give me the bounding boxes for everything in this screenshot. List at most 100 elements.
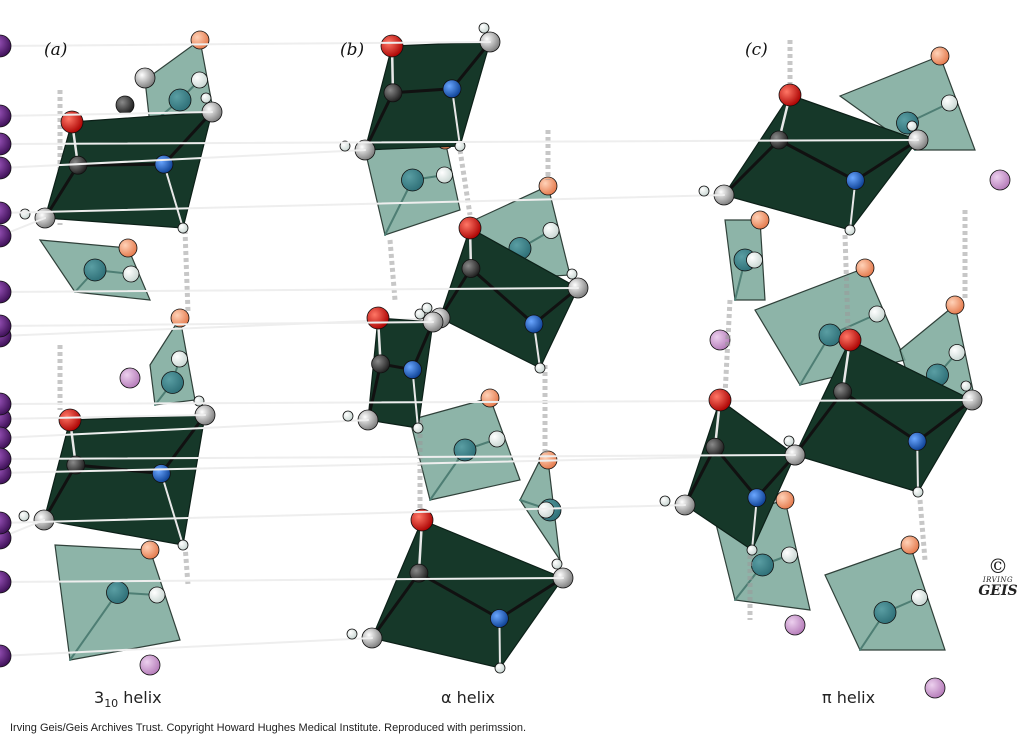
oxygen-atom [380, 34, 404, 58]
hydrogen-atom [193, 395, 205, 407]
hydrogen-bond [387, 239, 398, 301]
side-chain-atom [0, 447, 12, 471]
back-nitrogen-atom [948, 344, 966, 361]
bond [159, 413, 207, 475]
nitrogen-atom [747, 488, 767, 508]
hydrogen-atom [698, 185, 710, 197]
hydrogen-atom [478, 22, 490, 34]
hydrogen-atom [342, 410, 354, 422]
back-carbon-atom [453, 438, 477, 462]
nitrogen-atom [154, 154, 174, 174]
oxygen-atom [838, 328, 862, 352]
calpha-atom [134, 67, 156, 89]
back-nitrogen-atom [488, 430, 506, 448]
back-carbon-atom [818, 323, 842, 347]
bond [853, 138, 920, 182]
side-chain-atom [0, 426, 12, 450]
back-nitrogen-atom [746, 251, 763, 269]
helix-name-alpha: α helix [441, 688, 495, 707]
side-chain-atom [0, 314, 12, 338]
back-carbon-atom [751, 553, 774, 577]
nh-bond [162, 163, 184, 229]
hydrogen-atom [912, 486, 924, 498]
hydrogen-bond [842, 234, 851, 329]
copyright-mark: © [988, 554, 1008, 578]
hydrogen-bond [182, 229, 191, 313]
hydrogen-atom [906, 120, 918, 132]
peptide-plane [364, 41, 491, 151]
hydrogen-atom [844, 224, 856, 236]
carbon-atom [383, 83, 403, 103]
nitrogen-atom [846, 171, 865, 190]
side-chain-atom [0, 511, 12, 535]
oxygen-atom [366, 306, 390, 330]
side-chain-atom [0, 34, 12, 58]
bond [793, 390, 845, 457]
back-carbon-atom [873, 601, 897, 624]
carbon-atom [833, 382, 853, 402]
carbon-atom [66, 455, 86, 475]
nh-bond [451, 87, 461, 147]
side-chain-atom [0, 280, 12, 304]
back-nitrogen-atom [941, 94, 958, 112]
side-chain-bond [0, 504, 686, 524]
bond [683, 445, 717, 507]
back-oxygen-atom [945, 295, 965, 315]
side-chain-bond [0, 287, 579, 293]
helix-name-3-10: 310 helix [94, 688, 162, 711]
bond [370, 571, 421, 640]
back-bond [69, 591, 119, 661]
side-chain-atom [0, 392, 12, 416]
back-carbon-atom [161, 371, 184, 394]
back-nitrogen-atom [436, 166, 453, 184]
side-chain-atom [0, 644, 12, 668]
back-nitrogen-atom [122, 265, 140, 283]
back-oxygen-atom [118, 238, 138, 258]
hydrogen-atom [746, 544, 758, 556]
artist-signature: © IRVING GEIS [976, 556, 1020, 598]
back-carbon-atom [106, 581, 129, 604]
peptide-bond [469, 267, 536, 326]
hydrogen-atom [19, 208, 31, 220]
peptide-bond [76, 162, 166, 167]
nitrogen-atom [442, 79, 462, 99]
back-nitrogen-atom [171, 350, 188, 368]
hydrogen-bond [722, 299, 733, 396]
hydrogen-atom [566, 268, 578, 280]
back-oxygen-atom [538, 176, 558, 196]
side-chain-bond [0, 399, 973, 405]
back-oxygen-atom [900, 535, 920, 555]
hydrogen-atom [414, 308, 426, 320]
peptide-bond [417, 571, 501, 620]
helix-name-pi: π helix [822, 688, 876, 707]
side-chain-atom [139, 654, 161, 676]
side-chain-bond [0, 139, 919, 145]
oxygen-atom [410, 508, 434, 532]
hydrogen-bond [457, 149, 473, 216]
bond [722, 138, 781, 197]
side-chain-bond [0, 41, 491, 47]
back-nitrogen-atom [868, 305, 886, 323]
side-chain-bond [0, 414, 206, 420]
nh-bond [411, 368, 419, 429]
hydrogen-atom [783, 435, 795, 447]
peptide-plane [371, 519, 564, 669]
side-chain-bond [0, 419, 369, 439]
side-chain-atom [784, 614, 806, 636]
panel-label-c: (c) [745, 40, 768, 60]
hydrogen-atom [534, 362, 546, 374]
back-oxygen-atom [480, 388, 500, 408]
carbon-atom [371, 354, 391, 374]
back-carbon-atom [168, 88, 192, 112]
back-oxygen-atom [750, 210, 770, 230]
nitrogen-atom [907, 431, 927, 451]
back-oxygen-atom [170, 308, 190, 328]
back-oxygen-atom [855, 258, 875, 278]
back-nitrogen-atom [781, 546, 798, 564]
peptide-bond [74, 463, 163, 475]
side-chain-bond [0, 317, 441, 337]
hydrogen-atom [494, 662, 506, 674]
hydrogen-atom [18, 510, 30, 522]
bond [42, 463, 78, 522]
